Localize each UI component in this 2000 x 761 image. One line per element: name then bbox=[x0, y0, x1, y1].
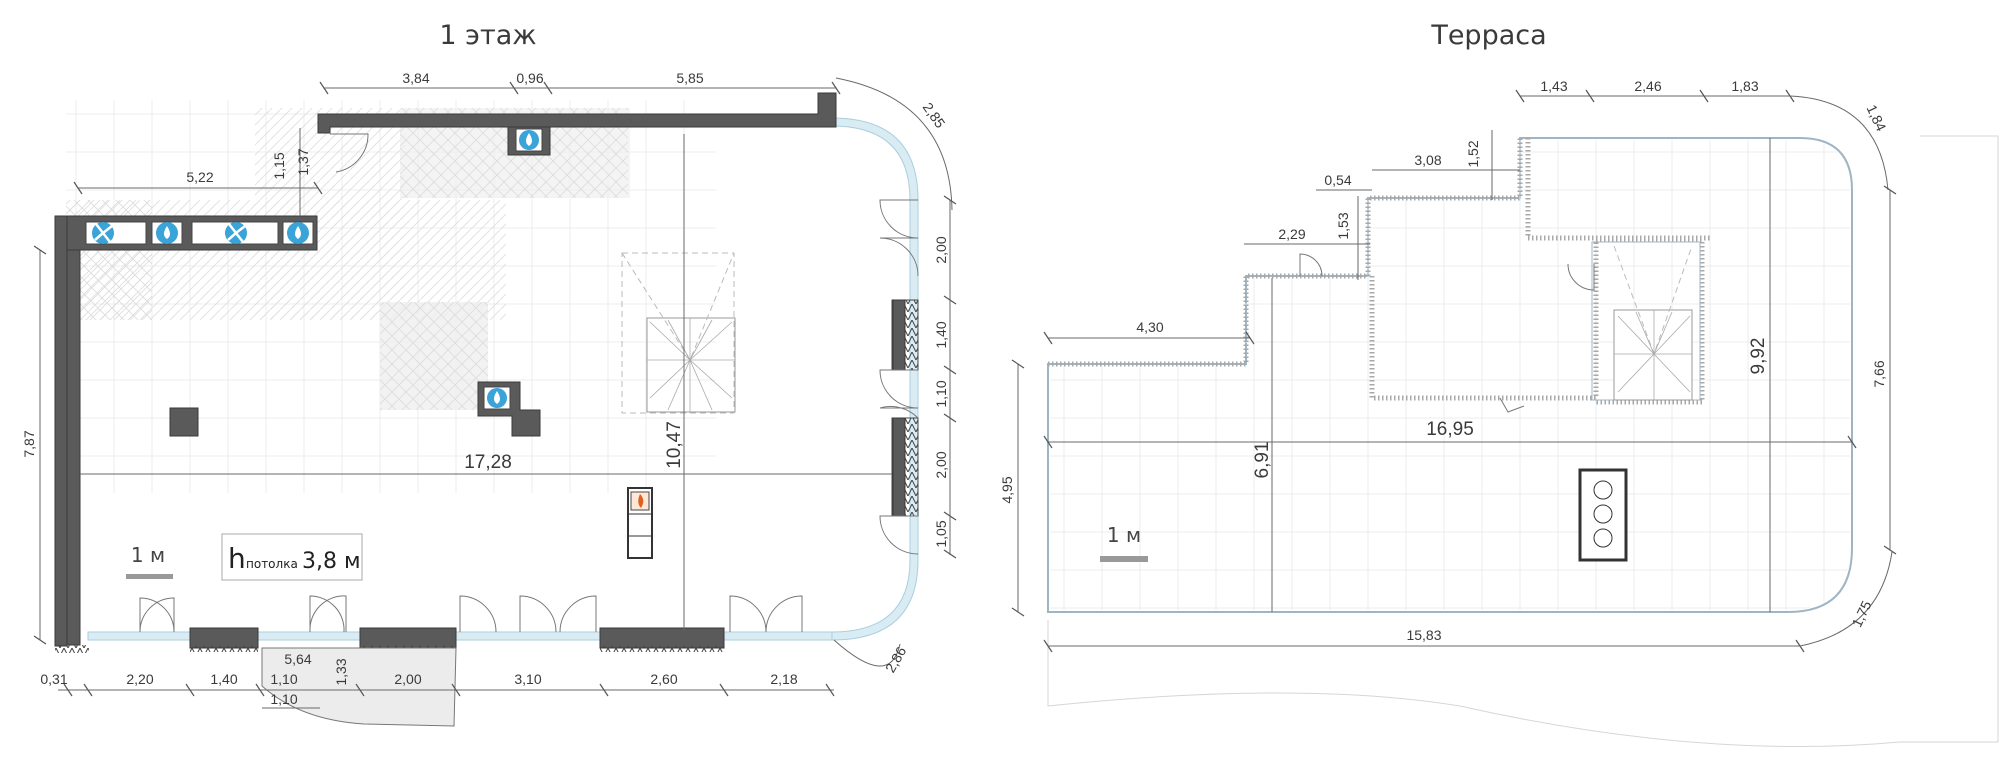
t-dim-height-692: 6,91 bbox=[1252, 442, 1273, 479]
dim-wall-137: 1,37 bbox=[295, 148, 311, 175]
dim-corner-arc: 2,85 bbox=[920, 99, 949, 131]
dim-bot-a: 0,31 bbox=[40, 671, 67, 687]
dim-right-b: 1,40 bbox=[933, 321, 949, 348]
dim-inner-width: 17,28 bbox=[464, 452, 512, 473]
t-dim-right-766: 7,66 bbox=[1871, 360, 1887, 387]
terrace-dimensions: 1,43 2,46 1,83 1,84 3,08 1,52 0,54 2,29 … bbox=[999, 78, 1897, 653]
ceiling-h: h bbox=[228, 542, 246, 575]
t-dim-width: 16,95 bbox=[1426, 419, 1474, 440]
water-drop-icon bbox=[487, 388, 507, 408]
t-dim-top-a: 1,43 bbox=[1540, 78, 1567, 94]
dim-bot-d: 1,10 bbox=[270, 671, 297, 687]
t-dim-arc-top: 1,84 bbox=[1864, 102, 1890, 134]
floor1-scale-bar bbox=[126, 574, 173, 579]
water-drop-icon bbox=[519, 130, 539, 150]
terrace-plan: Терраса 1,43 bbox=[999, 20, 1999, 747]
t-dim-bottom: 15,83 bbox=[1406, 627, 1441, 643]
t-dim-step-229: 2,29 bbox=[1278, 226, 1305, 242]
ceiling-value: 3,8 м bbox=[302, 549, 361, 574]
dim-bot-h: 2,18 bbox=[770, 671, 797, 687]
fan-icon bbox=[92, 222, 114, 244]
water-drop-icon bbox=[156, 222, 178, 244]
dim-top-b: 0,96 bbox=[516, 70, 543, 86]
ceiling-label: потолка bbox=[246, 557, 298, 571]
dim-top-a: 3,84 bbox=[402, 70, 429, 86]
t-dim-arc-bottom: 1,75 bbox=[1848, 598, 1874, 630]
t-dim-height-992: 9,92 bbox=[1748, 338, 1769, 375]
dim-bot-e: 2,00 bbox=[394, 671, 421, 687]
dim-porch-w: 5,64 bbox=[284, 651, 311, 667]
terrace-scale-bar bbox=[1100, 556, 1148, 562]
dim-upper-left: 5,22 bbox=[186, 169, 213, 185]
t-dim-step-152: 1,52 bbox=[1465, 140, 1481, 167]
dim-right-c: 1,10 bbox=[933, 380, 949, 407]
t-dim-step-430: 4,30 bbox=[1136, 319, 1163, 335]
water-drop-icon bbox=[287, 222, 309, 244]
dim-right-a: 2,00 bbox=[933, 236, 949, 263]
terrace-title: Терраса bbox=[1430, 20, 1546, 51]
dim-bot-arc: 2,86 bbox=[882, 644, 910, 676]
t-dim-top-c: 1,83 bbox=[1731, 78, 1758, 94]
t-dim-top-b: 2,46 bbox=[1634, 78, 1661, 94]
dim-bot-g: 2,60 bbox=[650, 671, 677, 687]
terrace-scale-label: 1 м bbox=[1107, 523, 1141, 547]
dim-porch-h: 1,33 bbox=[333, 658, 349, 685]
t-dim-step-054: 0,54 bbox=[1324, 172, 1351, 188]
t-dim-step-308: 3,08 bbox=[1414, 152, 1441, 168]
dim-left-height: 7,87 bbox=[21, 430, 37, 457]
t-dim-left-495: 4,95 bbox=[999, 476, 1015, 503]
dim-top-c: 5,85 bbox=[676, 70, 703, 86]
ceiling-height-box bbox=[221, 533, 363, 581]
floor1-plan: 1 этаж bbox=[21, 20, 957, 727]
dim-bot-b: 2,20 bbox=[126, 671, 153, 687]
dim-bot-c: 1,40 bbox=[210, 671, 237, 687]
dim-bot-f: 3,10 bbox=[514, 671, 541, 687]
fan-icon bbox=[225, 222, 247, 244]
dim-porch-b: 1,10 bbox=[270, 691, 297, 707]
dim-wall-115: 1,15 bbox=[271, 152, 287, 179]
dim-right-e: 1,05 bbox=[933, 520, 949, 547]
floor1-dimensions: 3,84 0,96 5,85 2,85 1,15 1,37 5,22 7,87 … bbox=[21, 70, 957, 709]
floor1-scale-label: 1 м bbox=[131, 543, 165, 567]
dim-inner-height: 10,47 bbox=[664, 421, 685, 469]
t-dim-step-153: 1,53 bbox=[1335, 212, 1351, 239]
floor1-title: 1 этаж bbox=[439, 20, 536, 51]
dim-right-d: 2,00 bbox=[933, 451, 949, 478]
